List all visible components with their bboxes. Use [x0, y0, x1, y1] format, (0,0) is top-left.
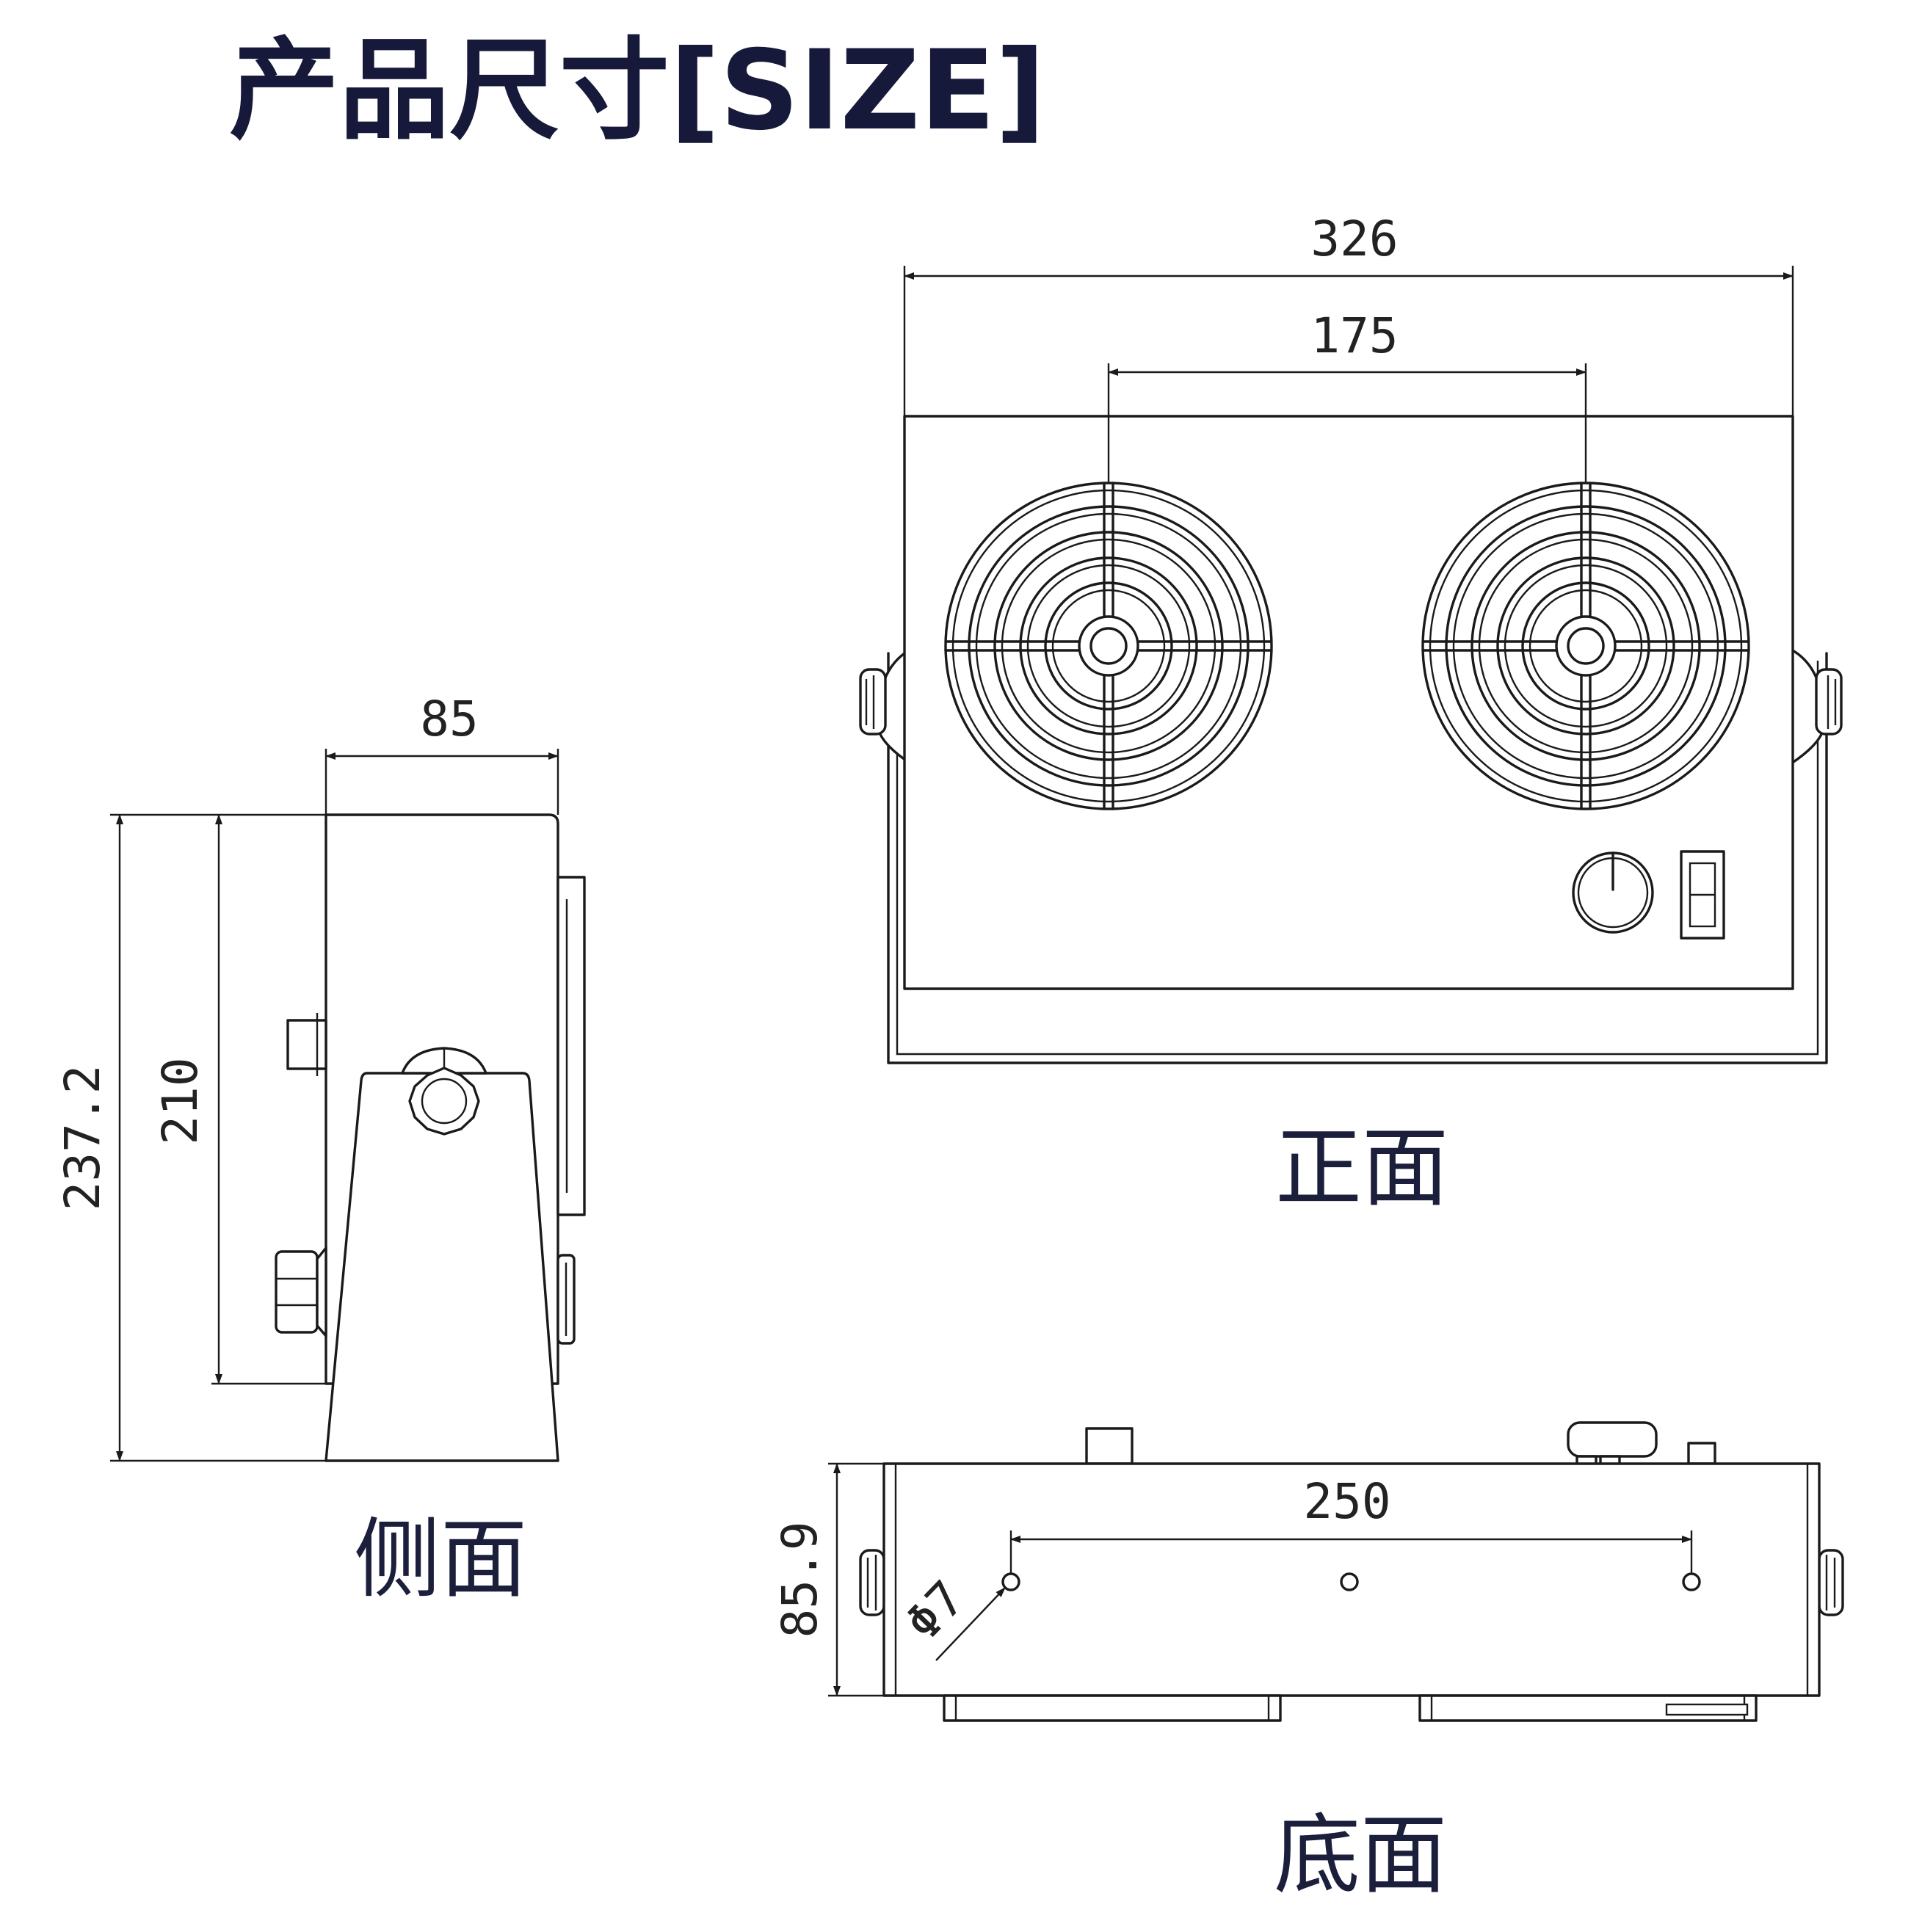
front-fan-right: [1421, 482, 1750, 810]
side-total-height-dimension: 237.2: [54, 1065, 111, 1211]
front-control-knob: [1572, 851, 1654, 934]
hole-diameter-leader: [935, 1587, 1006, 1661]
bottom-body: [882, 1462, 1821, 1697]
fan-spacing-dimension: 175: [1310, 308, 1398, 364]
mounting-hole-center: [1340, 1572, 1359, 1591]
page-title: 产品尺寸[SIZE]: [229, 27, 1045, 155]
side-knob: [408, 1067, 480, 1136]
front-width-dimension: 326: [1310, 211, 1398, 267]
side-stand: [324, 1072, 559, 1462]
side-view-label: 侧面: [354, 1508, 527, 1610]
bottom-right-knob: [1818, 1549, 1844, 1616]
bottom-view: 250 85.9 Φ7 底面: [772, 1421, 1844, 1906]
side-body-height-dimension: 210: [152, 1057, 208, 1144]
side-view: 85 237.2 210 侧面: [54, 691, 586, 1610]
bottom-left-knob: [859, 1549, 885, 1616]
side-right-nut: [556, 1254, 576, 1345]
front-power-switch: [1680, 850, 1725, 940]
front-fan-left: [944, 482, 1273, 810]
bottom-height-dimension: 85.9: [772, 1522, 828, 1638]
front-stand-bracket: [887, 652, 1828, 1064]
side-cable-nut: [275, 1246, 327, 1337]
bottom-view-label: 底面: [1274, 1804, 1447, 1906]
bottom-foot-left: [943, 1694, 1282, 1722]
side-rear-boss: [286, 1019, 327, 1070]
bottom-top-boss: [1085, 1427, 1134, 1465]
front-body: [903, 415, 1794, 990]
bottom-top-knob: [1556, 1421, 1667, 1468]
front-view: 326 175 正面: [859, 211, 1843, 1219]
hole-spacing-dimension: 250: [1303, 1473, 1390, 1530]
front-view-label: 正面: [1275, 1117, 1448, 1219]
bottom-switch-tab: [1665, 1703, 1749, 1716]
bottom-top-switch: [1687, 1442, 1716, 1465]
side-depth-dimension: 85: [420, 691, 478, 747]
side-fan-guard: [556, 876, 586, 1216]
